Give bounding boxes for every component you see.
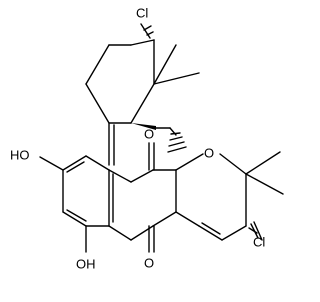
atom-label-o-ketone-bottom: O — [144, 255, 154, 270]
methyl-bond — [245, 173, 284, 195]
cl-top-bond — [140, 23, 154, 39]
atom-label-oh-bottom: OH — [76, 256, 96, 271]
cyclohexane-ring — [85, 39, 155, 124]
bond — [66, 161, 85, 173]
hashed-bond — [167, 127, 187, 153]
bond — [143, 25, 152, 31]
bond — [168, 141, 185, 147]
bond — [146, 31, 154, 36]
cl-right-bond — [248, 221, 263, 241]
bond — [130, 169, 154, 183]
bond — [130, 83, 155, 124]
bond — [250, 223, 259, 239]
quinone-ring — [108, 169, 200, 241]
bond — [175, 211, 200, 227]
bond — [39, 156, 64, 171]
pyran-ring — [175, 153, 247, 241]
bond — [108, 169, 132, 183]
atom-label-cl-top: Cl — [136, 5, 148, 20]
bond — [152, 211, 177, 227]
bond — [201, 222, 221, 235]
bond — [219, 153, 247, 175]
bond — [253, 221, 263, 241]
bond — [85, 44, 110, 85]
bond — [66, 209, 87, 222]
atom-label-o-ketone-top: O — [144, 126, 154, 141]
bond — [167, 146, 187, 153]
bond — [140, 23, 151, 39]
methyl-bond — [153, 72, 200, 85]
wedge-bond — [131, 123, 156, 130]
atom-label-o-ring: O — [204, 145, 214, 160]
bond — [130, 39, 155, 46]
atom-label-cl-right: Cl — [253, 234, 265, 249]
bond — [175, 153, 204, 171]
bond — [170, 132, 181, 135]
bond — [108, 225, 132, 241]
bond — [221, 225, 247, 241]
molecule-structure: Cl Cl HO OH O O O — [10, 5, 284, 271]
bond — [62, 211, 87, 227]
aromatic-ring — [62, 155, 114, 227]
bond — [169, 136, 183, 141]
bond — [62, 155, 87, 171]
methyl-bond — [245, 151, 281, 175]
atom-label-oh-left: HO — [10, 147, 30, 162]
bond — [85, 83, 110, 124]
bond — [198, 225, 223, 241]
bond — [85, 155, 110, 171]
methyl-bond — [153, 44, 177, 85]
